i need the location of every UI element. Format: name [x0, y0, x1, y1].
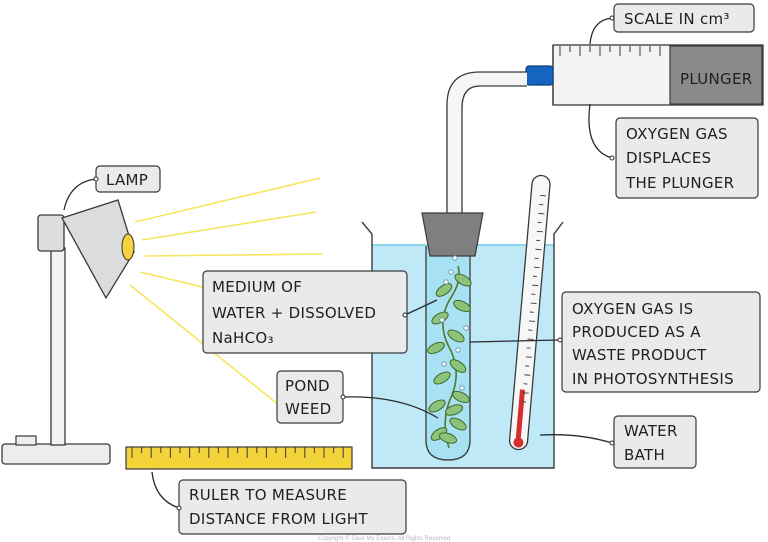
label-oxygen-displaces: OXYGEN GAS DISPLACES THE PLUNGER [588, 103, 759, 199]
leaf [428, 399, 446, 413]
leaf [447, 329, 465, 343]
label-plunger: PLUNGER [680, 70, 752, 88]
label-ruler-line-1: RULER TO MEASURE [189, 486, 347, 504]
label-oxygen-produced-line-3: WASTE PRODUCT [572, 346, 707, 364]
oxygen-bubble [448, 269, 454, 275]
leaf [452, 390, 470, 404]
thermometer-tick [525, 356, 532, 358]
leaf [435, 283, 453, 297]
lamp-neck [37, 214, 65, 252]
lamp-base [1, 443, 111, 465]
label-ruler: RULER TO MEASURE DISTANCE FROM LIGHT [151, 471, 407, 535]
syringe-scale-ticks [559, 46, 671, 56]
label-pond-weed-line-1: POND [285, 377, 330, 395]
label-oxygen-produced-line-1: OXYGEN GAS IS [572, 300, 693, 318]
pond-weed [427, 255, 472, 449]
lamp-bulb [121, 233, 135, 261]
label-medium-line-2: WATER + DISSOLVED [212, 304, 376, 322]
oxygen-bubble [441, 361, 447, 367]
plunger [669, 45, 763, 105]
label-scale: SCALE IN cm³ [589, 3, 755, 45]
tube-connector [525, 65, 554, 86]
label-lamp-text: LAMP [106, 171, 148, 189]
label-oxygen-produced: OXYGEN GAS IS PRODUCED AS A WASTE PRODUC… [469, 291, 761, 393]
leaf [427, 341, 445, 355]
thermometer-tick [539, 194, 547, 197]
oxygen-bubble [452, 255, 458, 261]
label-water-bath: WATER BATH [539, 415, 697, 469]
leaf [454, 273, 472, 287]
leaf [433, 371, 451, 385]
thermometer-tick [530, 302, 537, 304]
label-oxygen-displaces-line-2: DISPLACES [626, 149, 711, 167]
thermometer [508, 174, 551, 451]
thermometer-tick [529, 320, 536, 322]
leaf [438, 432, 458, 444]
delivery-tube [446, 71, 527, 219]
label-ruler-line-2: DISTANCE FROM LIGHT [189, 510, 368, 528]
leaf [449, 417, 467, 431]
copyright-footer: Copyright © Save My Exams. All Rights Re… [318, 535, 450, 542]
label-pond-weed-line-2: WEED [285, 400, 332, 418]
leaf [453, 299, 471, 313]
thermometer-tick [536, 230, 543, 233]
lamp-switch [15, 435, 37, 446]
thermometer-tick [524, 374, 531, 376]
label-medium: MEDIUM OF WATER + DISSOLVED NaHCO₃ [202, 270, 438, 354]
thermometer-tick [522, 392, 529, 394]
label-oxygen-produced-line-2: PRODUCED AS A [572, 323, 701, 341]
oxygen-bubble [455, 347, 461, 353]
oxygen-bubble [443, 279, 449, 285]
thermometer-tick [532, 284, 539, 287]
thermometer-tick [538, 212, 545, 215]
label-medium-line-1: MEDIUM OF [212, 278, 302, 296]
ruler [125, 446, 353, 470]
label-oxygen-displaces-line-1: OXYGEN GAS [626, 125, 728, 143]
leaf [449, 359, 467, 373]
lamp [1, 199, 135, 465]
label-oxygen-displaces-line-3: THE PLUNGER [625, 174, 734, 192]
label-scale-text: SCALE IN cm³ [624, 10, 730, 28]
label-water-bath-line-1: WATER [624, 422, 678, 440]
thermometer-tick [527, 338, 534, 340]
label-water-bath-line-2: BATH [624, 446, 665, 464]
syringe [525, 44, 764, 106]
label-medium-line-3: NaHCO₃ [212, 329, 274, 347]
thermometer-tick [535, 248, 542, 251]
leaf [444, 404, 464, 416]
label-oxygen-produced-line-4: IN PHOTOSYNTHESIS [572, 370, 734, 388]
lamp-stand [50, 247, 66, 446]
oxygen-bubble [439, 317, 445, 323]
ruler-ticks [131, 447, 344, 458]
thermometer-tick [533, 266, 540, 269]
oxygen-bubble [459, 385, 465, 391]
label-pond-weed: POND WEED [276, 370, 439, 424]
rubber-bung [421, 212, 484, 257]
label-lamp: LAMP [63, 165, 161, 211]
oxygen-bubble [463, 325, 469, 331]
